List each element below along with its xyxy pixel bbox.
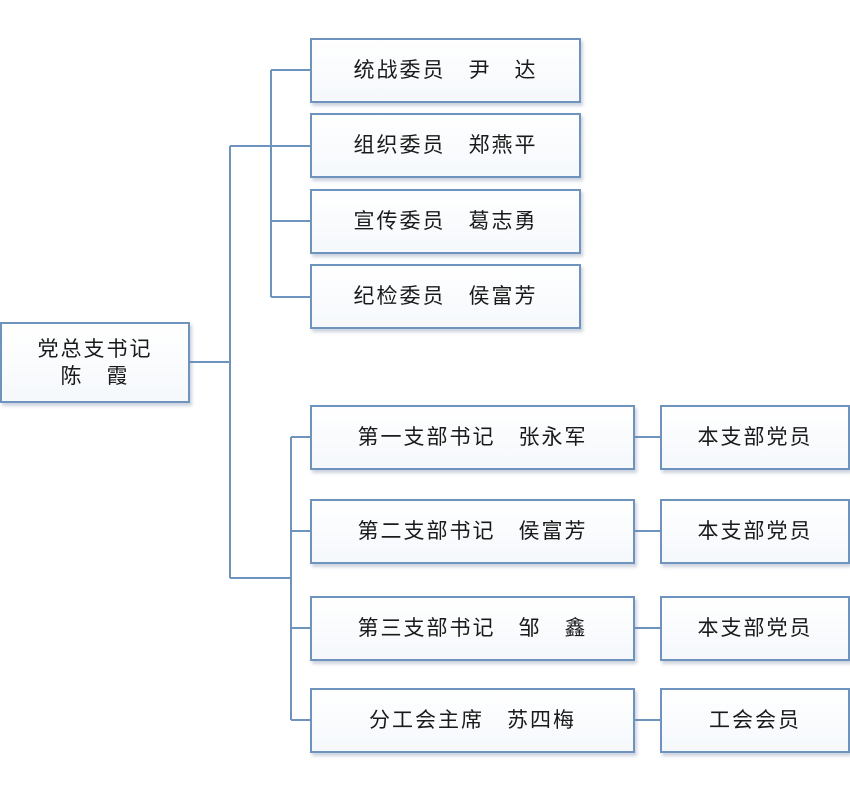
member-label: 本支部党员	[697, 425, 813, 450]
committee-node-discipline: 纪检委员 侯富芳	[310, 264, 581, 329]
branch-node-2: 第二支部书记 侯富芳	[310, 499, 635, 564]
root-name: 陈 霞	[60, 363, 130, 388]
member-node-4: 工会会员	[660, 688, 850, 753]
member-label: 工会会员	[709, 708, 801, 733]
member-node-2: 本支部党员	[660, 499, 850, 564]
committee-node-publicity: 宣传委员 葛志勇	[310, 189, 581, 254]
committee-node-united-front: 统战委员 尹 达	[310, 38, 581, 103]
member-label: 本支部党员	[697, 616, 813, 641]
branch-node-3: 第三支部书记 邹 鑫	[310, 596, 635, 661]
branch-label: 分工会主席 苏四梅	[369, 708, 576, 733]
member-label: 本支部党员	[697, 519, 813, 544]
member-node-3: 本支部党员	[660, 596, 850, 661]
committee-node-organization: 组织委员 郑燕平	[310, 113, 581, 178]
branch-label: 第一支部书记 张永军	[357, 425, 588, 450]
committee-label: 组织委员 郑燕平	[353, 133, 538, 158]
member-node-1: 本支部党员	[660, 405, 850, 470]
root-node: 党总支书记 陈 霞	[0, 322, 190, 403]
committee-label: 宣传委员 葛志勇	[353, 209, 538, 234]
committee-label: 纪检委员 侯富芳	[353, 284, 538, 309]
branch-label: 第三支部书记 邹 鑫	[357, 616, 588, 641]
branch-node-4: 分工会主席 苏四梅	[310, 688, 635, 753]
root-title: 党总支书记	[37, 337, 153, 362]
branch-label: 第二支部书记 侯富芳	[357, 519, 588, 544]
committee-label: 统战委员 尹 达	[353, 58, 538, 83]
branch-node-1: 第一支部书记 张永军	[310, 405, 635, 470]
